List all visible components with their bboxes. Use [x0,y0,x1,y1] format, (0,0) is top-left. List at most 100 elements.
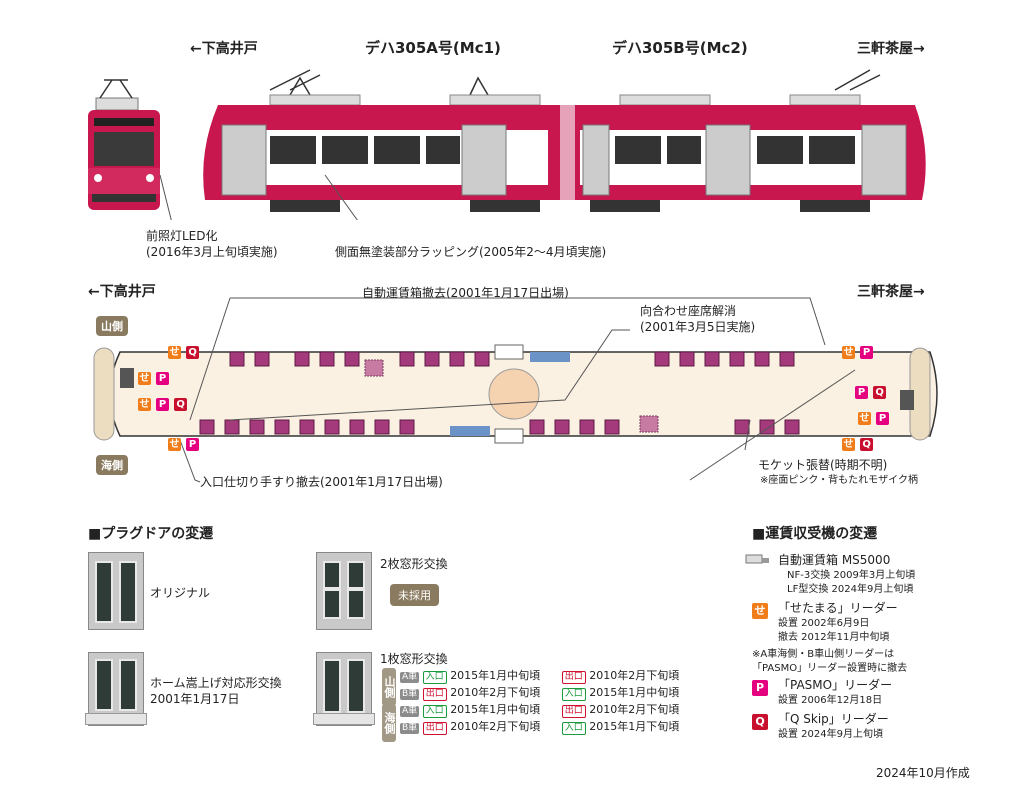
farebox-history-line1: NF-3交換 2009年3月上旬頃 [787,570,916,581]
pasmo-legend-icon: P [752,680,768,696]
door-exit-chip: 出口 [422,688,447,701]
tag-row-mountain-left: せ Q [168,340,200,359]
tag-row-right-3: せ P [858,406,890,425]
pasmo-reader-icon: P [860,346,874,359]
qskip-title: 「Q Skip」リーダー [778,712,889,726]
pasmo-install: 設置 2006年12月18日 [778,695,883,706]
side-view [203,69,926,212]
farebox-history: NF-3交換 2009年3月上旬頃 LF型交換 2024年9月上旬頃 [787,569,915,597]
plug-door-title: ■プラグドアの変遷 [88,526,214,542]
door-entry-chip: 入口 [561,722,586,735]
pasmo-reader-icon: P [876,412,890,425]
pasmo-reader-icon: P [186,438,200,451]
qskip-reader-icon: Q [174,398,188,411]
door-car-chip: B車 [400,689,420,700]
door-change-row: B車 出口 2010年2月下旬頃 入口 2015年1月下旬頃 [400,719,679,736]
moquette-subnote: ※座面ピンク・背もたれモザイク柄 [760,475,918,486]
door-change-date: 2010年2月下旬頃 [450,720,541,733]
setamaru-reader-icon: せ [168,438,181,451]
door-entry-chip: 入口 [422,671,447,684]
door-home-raise-line2: 2001年1月17日 [150,692,240,706]
setamaru-history: 設置 2002年6月9日 撤去 2012年11月中旬頃 [778,617,889,645]
door-change-date: 2015年1月下旬頃 [589,720,680,733]
setamaru-reader-icon: せ [168,346,181,359]
door-home-raise [85,652,147,726]
door-change-row: A車 入口 2015年1月中旬頃 出口 2010年2月下旬頃 [400,702,679,719]
created-date: 2024年10月作成 [876,766,970,780]
farebox-history-line2: LF型交換 2024年9月上旬頃 [787,584,914,595]
setamaru-install: 設置 2002年6月9日 [778,618,870,629]
farebox-removal-note: 自動運賃箱撤去(2001年1月17日出場) [362,286,569,300]
pasmo-reader-icon: P [156,372,170,385]
door-one-pane [313,652,375,726]
door-exit-chip: 出口 [561,671,586,684]
handrail-removal-note: 入口仕切り手すり撤去(2001年1月17日出場) [200,475,443,489]
door-change-date: 2010年2月下旬頃 [450,686,541,699]
tag-row-sea-left: せ P [168,432,200,451]
fare-equipment-title: ■運賃収受機の変遷 [752,526,878,542]
door-original [88,552,144,630]
door-car-chip: A車 [400,706,420,717]
setamaru-reader-icon: せ [858,412,871,425]
side-sea-label: 海側 [96,455,128,475]
door-change-table: A車 入口 2015年1月中旬頃 出口 2010年2月下旬頃 B車 出口 201… [400,668,679,736]
direction-right: 三軒茶屋→ [857,41,925,57]
car-b-title: デハ305B号(Mc2) [612,39,748,57]
headlight-note-line1: 前照灯LED化 [146,229,218,243]
door-two-pane-label: 2枚窓形交換 [380,557,448,571]
qskip-reader-icon: Q [860,438,874,451]
reader-removal-note: ※A車海側・B車山側リーダーは 「PASMO」リーダー設置時に撤去 [752,648,907,676]
tag-row-left-3: せ P Q [138,392,188,411]
seat-change-line2: (2001年3月5日実施) [640,320,756,334]
reader-removal-line1: ※A車海側・B車山側リーダーは [752,649,895,660]
headlight-note: 前照灯LED化 (2016年3月上旬頃実施) [146,228,278,260]
door-home-raise-label: ホーム嵩上げ対応形交換 2001年1月17日 [150,675,282,707]
door-change-row: B車 出口 2010年2月下旬頃 入口 2015年1月中旬頃 [400,685,679,702]
headlight-note-line2: (2016年3月上旬頃実施) [146,245,278,259]
floor-direction-left: ←下高井戸 [88,284,156,300]
door-side-mountain-tag: 山側 [382,668,396,706]
tag-row-left-2: せ P [138,366,170,385]
moquette-note: モケット張替(時期不明) [758,458,888,472]
farebox-title: 自動運賃箱 MS5000 [778,553,891,567]
door-change-date: 2015年1月中旬頃 [450,703,541,716]
farebox-icon [745,554,769,564]
setamaru-reader-icon: せ [138,398,151,411]
setamaru-title: 「せたまる」リーダー [778,601,898,615]
door-car-chip: B車 [400,723,420,734]
door-one-pane-label: 1枚窓形交換 [380,652,448,666]
direction-left: ←下高井戸 [190,41,258,57]
door-side-sea-tag: 海側 [382,704,396,742]
setamaru-reader-icon: せ [842,346,855,359]
tag-row-mountain-right: せ P [842,340,874,359]
door-two-pane [316,552,372,630]
seat-change-line1: 向合わせ座席解消 [640,304,737,318]
door-exit-chip: 出口 [422,722,447,735]
car-a-title: デハ305A号(Mc1) [365,39,501,57]
qskip-reader-icon: Q [873,386,887,399]
door-entry-chip: 入口 [561,688,586,701]
exterior-drawing [88,69,926,220]
setamaru-reader-icon: せ [138,372,151,385]
door-exit-chip: 出口 [561,705,586,718]
tag-row-sea-right: せ Q [842,432,874,451]
floor-direction-right: 三軒茶屋→ [857,284,925,300]
wrap-note: 側面無塗装部分ラッピング(2005年2～4月頃実施) [335,245,607,259]
setamaru-removal: 撤去 2012年11月中旬頃 [778,632,890,643]
pasmo-reader-icon: P [156,398,170,411]
door-change-date: 2010年2月下旬頃 [589,669,680,682]
pasmo-title: 「PASMO」リーダー [778,678,893,692]
farebox-info: 自動運賃箱 MS5000 [778,552,890,568]
setamaru-reader-icon: せ [842,438,855,451]
door-change-date: 2015年1月中旬頃 [589,686,680,699]
reader-removal-line2: 「PASMO」リーダー設置時に撤去 [752,663,908,674]
qskip-legend-icon: Q [752,714,768,730]
floor-plan [93,297,938,483]
door-change-date: 2010年2月下旬頃 [589,703,680,716]
door-car-chip: A車 [400,672,420,683]
door-original-label: オリジナル [150,586,211,600]
setamaru-legend-icon: せ [752,603,768,619]
door-entry-chip: 入口 [422,705,447,718]
tag-row-right-2: P Q [855,380,887,399]
not-adopted-badge: 未採用 [390,584,439,606]
